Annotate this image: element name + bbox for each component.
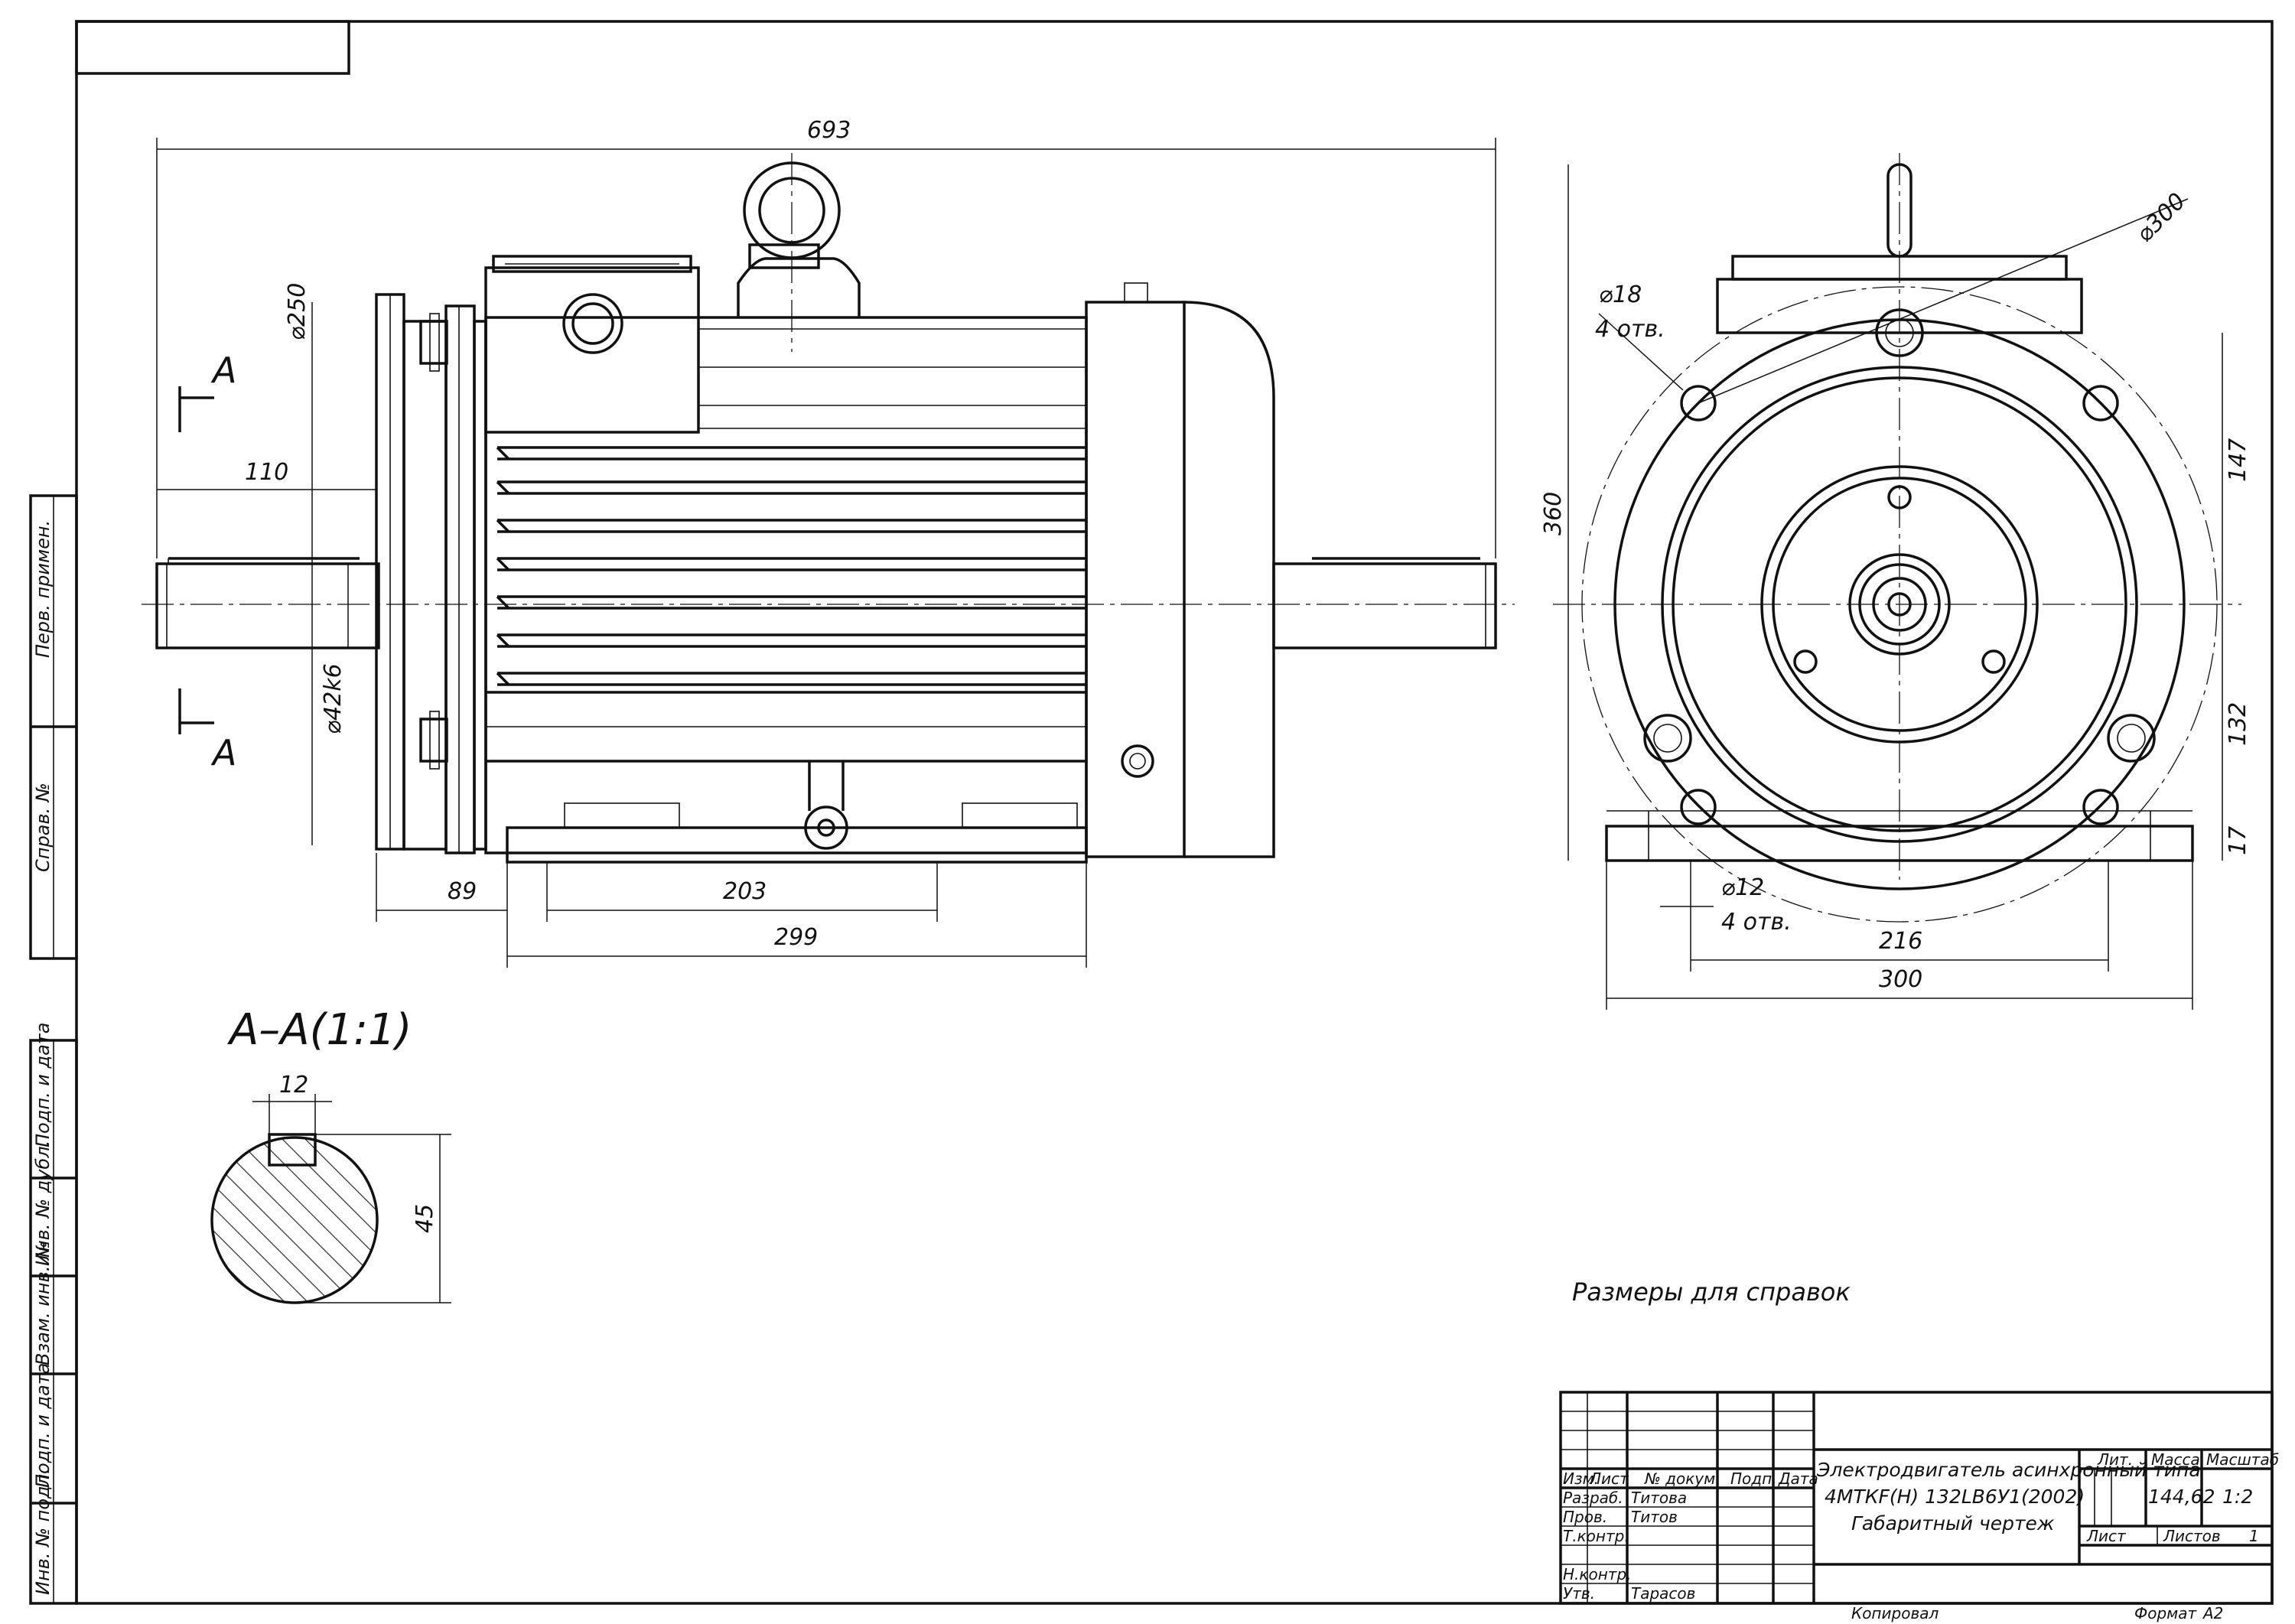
tb-masshtab-value: 1:2 — [2222, 1486, 2253, 1508]
tb-prov-label: Пров. — [1563, 1508, 1607, 1526]
end-view-dimensions: ⌀300 ⌀18 4 отв. 360 147 132 17 ⌀12 4 отв… — [1540, 164, 2251, 1010]
tb-massa-label: Масса — [2151, 1450, 2200, 1469]
tb-podp: Подп. — [1730, 1469, 1777, 1488]
tb-listov-label: Листов — [2163, 1527, 2221, 1545]
tb-utv-name: Тарасов — [1631, 1584, 1695, 1603]
stamp-podp-data-2: Подп. и дата — [32, 1363, 54, 1489]
dim-flange-holes-count: 4 отв. — [1595, 316, 1665, 343]
tb-list-label: Лист — [2086, 1527, 2127, 1545]
dim-overall-height: 360 — [1540, 492, 1567, 535]
section-aa: А–А(1:1) 12 45 — [210, 1005, 451, 1304]
dim-flange-pcd: ⌀300 — [2131, 188, 2191, 248]
section-key-depth: 45 — [412, 1204, 438, 1233]
tb-data: Дата — [1778, 1469, 1818, 1488]
tb-masshtab-label: Масштаб — [2206, 1450, 2279, 1469]
tb-format-value: А2 — [2202, 1604, 2223, 1622]
dim-shaft-dia: ⌀42k6 — [320, 663, 347, 734]
tb-title-line1: Электродвигатель асинхронный типа — [1816, 1459, 2201, 1481]
stamp-inv-dubl: Инв. № дубл. — [32, 1141, 54, 1266]
tb-title-line3: Габаритный чертеж — [1851, 1512, 2055, 1535]
tb-utv-label: Утв. — [1563, 1584, 1595, 1603]
dim-flange-holes-dia: ⌀18 — [1599, 282, 1642, 308]
dim-upper-height: 147 — [2225, 438, 2251, 482]
sheet-frame — [29, 20, 2274, 1605]
section-key-width: 12 — [279, 1072, 308, 1098]
tb-massa-value: 144,62 — [2148, 1486, 2215, 1508]
note-reference-dimensions: Размеры для справок — [1572, 1277, 1851, 1307]
section-mark-top: А — [210, 350, 236, 391]
dim-foot-holes-span-end: 216 — [1879, 928, 1922, 955]
dim-foot-length: 299 — [774, 924, 818, 951]
section-mark-bottom: А — [210, 732, 236, 773]
tb-listov-value: 1 — [2249, 1527, 2259, 1545]
dim-flange-dia: ⌀250 — [284, 283, 311, 340]
tb-title-line2: 4МТКF(Н) 132LB6У1(2002) — [1825, 1486, 2085, 1508]
stamp-sprav-no: Справ. № — [32, 783, 54, 872]
stamp-podp-data-1: Подп. и дата — [32, 1023, 54, 1148]
tb-list: Лист — [1589, 1469, 1629, 1488]
tb-format-label: Формат — [2134, 1604, 2197, 1622]
dim-shaft-length: 110 — [245, 459, 288, 486]
dim-flange-to-foot: 89 — [448, 878, 477, 905]
tb-prov-name: Титов — [1631, 1508, 1678, 1526]
dim-foot-thickness: 17 — [2225, 826, 2251, 855]
title-block: Изм. Лист № докум. Подп. Дата Разраб. Ти… — [1559, 1391, 2279, 1622]
dim-foot-holes-span: 203 — [723, 878, 767, 905]
side-view — [142, 153, 1515, 864]
side-stamp-labels: Перв. примен. Справ. № Подп. и дата Инв.… — [32, 520, 54, 1595]
dim-overall-length: 693 — [807, 117, 851, 144]
dim-axis-height: 132 — [2225, 702, 2251, 746]
end-view — [1553, 153, 2241, 923]
stamp-vzam-inv: Взам. инв. № — [32, 1241, 54, 1365]
tb-razrab-label: Разраб. — [1563, 1489, 1623, 1507]
dim-foot-width: 300 — [1879, 966, 1922, 993]
stamp-inv-podl: Инв. № подл. — [32, 1468, 54, 1595]
dim-foot-holes-count: 4 отв. — [1721, 909, 1792, 936]
stamp-perv-primen: Перв. примен. — [32, 520, 54, 658]
tb-nkontr-label: Н.контр. — [1563, 1565, 1632, 1583]
side-view-dimensions: 693 110 ⌀250 ⌀42k6 89 203 299 — [156, 117, 1496, 968]
cooling-fins — [486, 446, 1086, 763]
tb-razrab-name: Титова — [1631, 1489, 1687, 1507]
dim-foot-holes-dia: ⌀12 — [1721, 874, 1764, 901]
tb-kopiroval: Копировал — [1851, 1604, 1939, 1622]
tb-tkontr-label: Т.контр. — [1563, 1527, 1629, 1545]
tb-no-dokum: № докум. — [1644, 1469, 1720, 1488]
section-title: А–А(1:1) — [227, 1005, 412, 1055]
section-marks: А А — [178, 350, 236, 773]
section-hatching — [212, 1137, 377, 1303]
tb-izm: Изм. — [1563, 1469, 1599, 1488]
tb-lit-label: Лит. — [2097, 1450, 2133, 1469]
